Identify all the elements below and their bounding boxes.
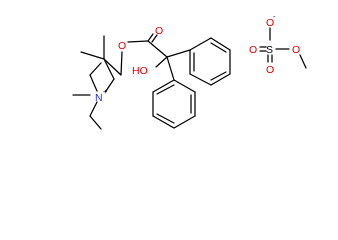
ring2-bond-3 (173, 115, 196, 129)
bond-calpha-ph1 (166, 49, 191, 58)
bond-n-ethyl2 (89, 101, 98, 117)
anion-skeleton (259, 27, 307, 69)
sulfonate-oxygen-label: O (266, 17, 274, 29)
bond-o-carbonyl (127, 40, 149, 43)
bond-cquat-ch2 (103, 58, 122, 76)
methoxy-oxygen-label: O (292, 44, 300, 56)
cation-skeleton (72, 33, 191, 130)
structure-diagram: O O HO N + O - S O O O (72, 12, 307, 130)
bond-ch2-o-ester (120, 51, 123, 76)
bond-ch2-cquat (103, 58, 115, 80)
sulfur-label: S (266, 44, 273, 56)
sulfur-oxo-bottom-label: O (266, 64, 274, 76)
bond-carbonyl-double-a (147, 33, 154, 42)
bond-cquat-methyl1 (80, 51, 105, 60)
ring1-bond-4 (210, 73, 231, 86)
bond-calpha-oh (155, 56, 168, 68)
ring2-inner-3 (156, 84, 175, 95)
ring1-inner-1 (210, 42, 227, 53)
atom-labels: O O HO N + O - S O O O (95, 12, 300, 104)
sulfur-oxo-left-label: O (249, 44, 257, 56)
ring2-inner-2 (156, 113, 175, 124)
ring1-bond-5 (189, 73, 212, 86)
bond-o-methyl (299, 54, 307, 69)
hydroxyl-label: HO (132, 65, 148, 77)
bond-ethyl1-terminal (89, 62, 102, 76)
ring1-bond-2 (210, 37, 231, 51)
ammonium-nitrogen-label: N (95, 92, 103, 104)
ring2-bond-6 (152, 79, 175, 93)
phenyl-ring-upper (189, 37, 231, 86)
ring2-bond-1 (173, 79, 196, 93)
bond-calpha-ph2 (166, 56, 175, 81)
bond-carbonyl-double-b (151, 34, 158, 43)
ring2-bond-4 (152, 115, 175, 129)
ring1-bond-1 (189, 37, 212, 51)
bond-n-ch2 (105, 78, 115, 92)
ring1-inner-2 (210, 71, 227, 81)
bond-carbonyl-calpha (147, 40, 168, 58)
sulfonate-charge-label: - (273, 12, 276, 21)
bond-n-ethyl1 (89, 74, 98, 92)
bond-ethyl2-terminal (89, 115, 102, 130)
carbonyl-oxygen-label: O (155, 25, 163, 37)
ammonium-charge-label: + (103, 87, 108, 96)
ester-oxygen-label: O (118, 40, 126, 52)
phenyl-ring-lower (152, 79, 196, 129)
